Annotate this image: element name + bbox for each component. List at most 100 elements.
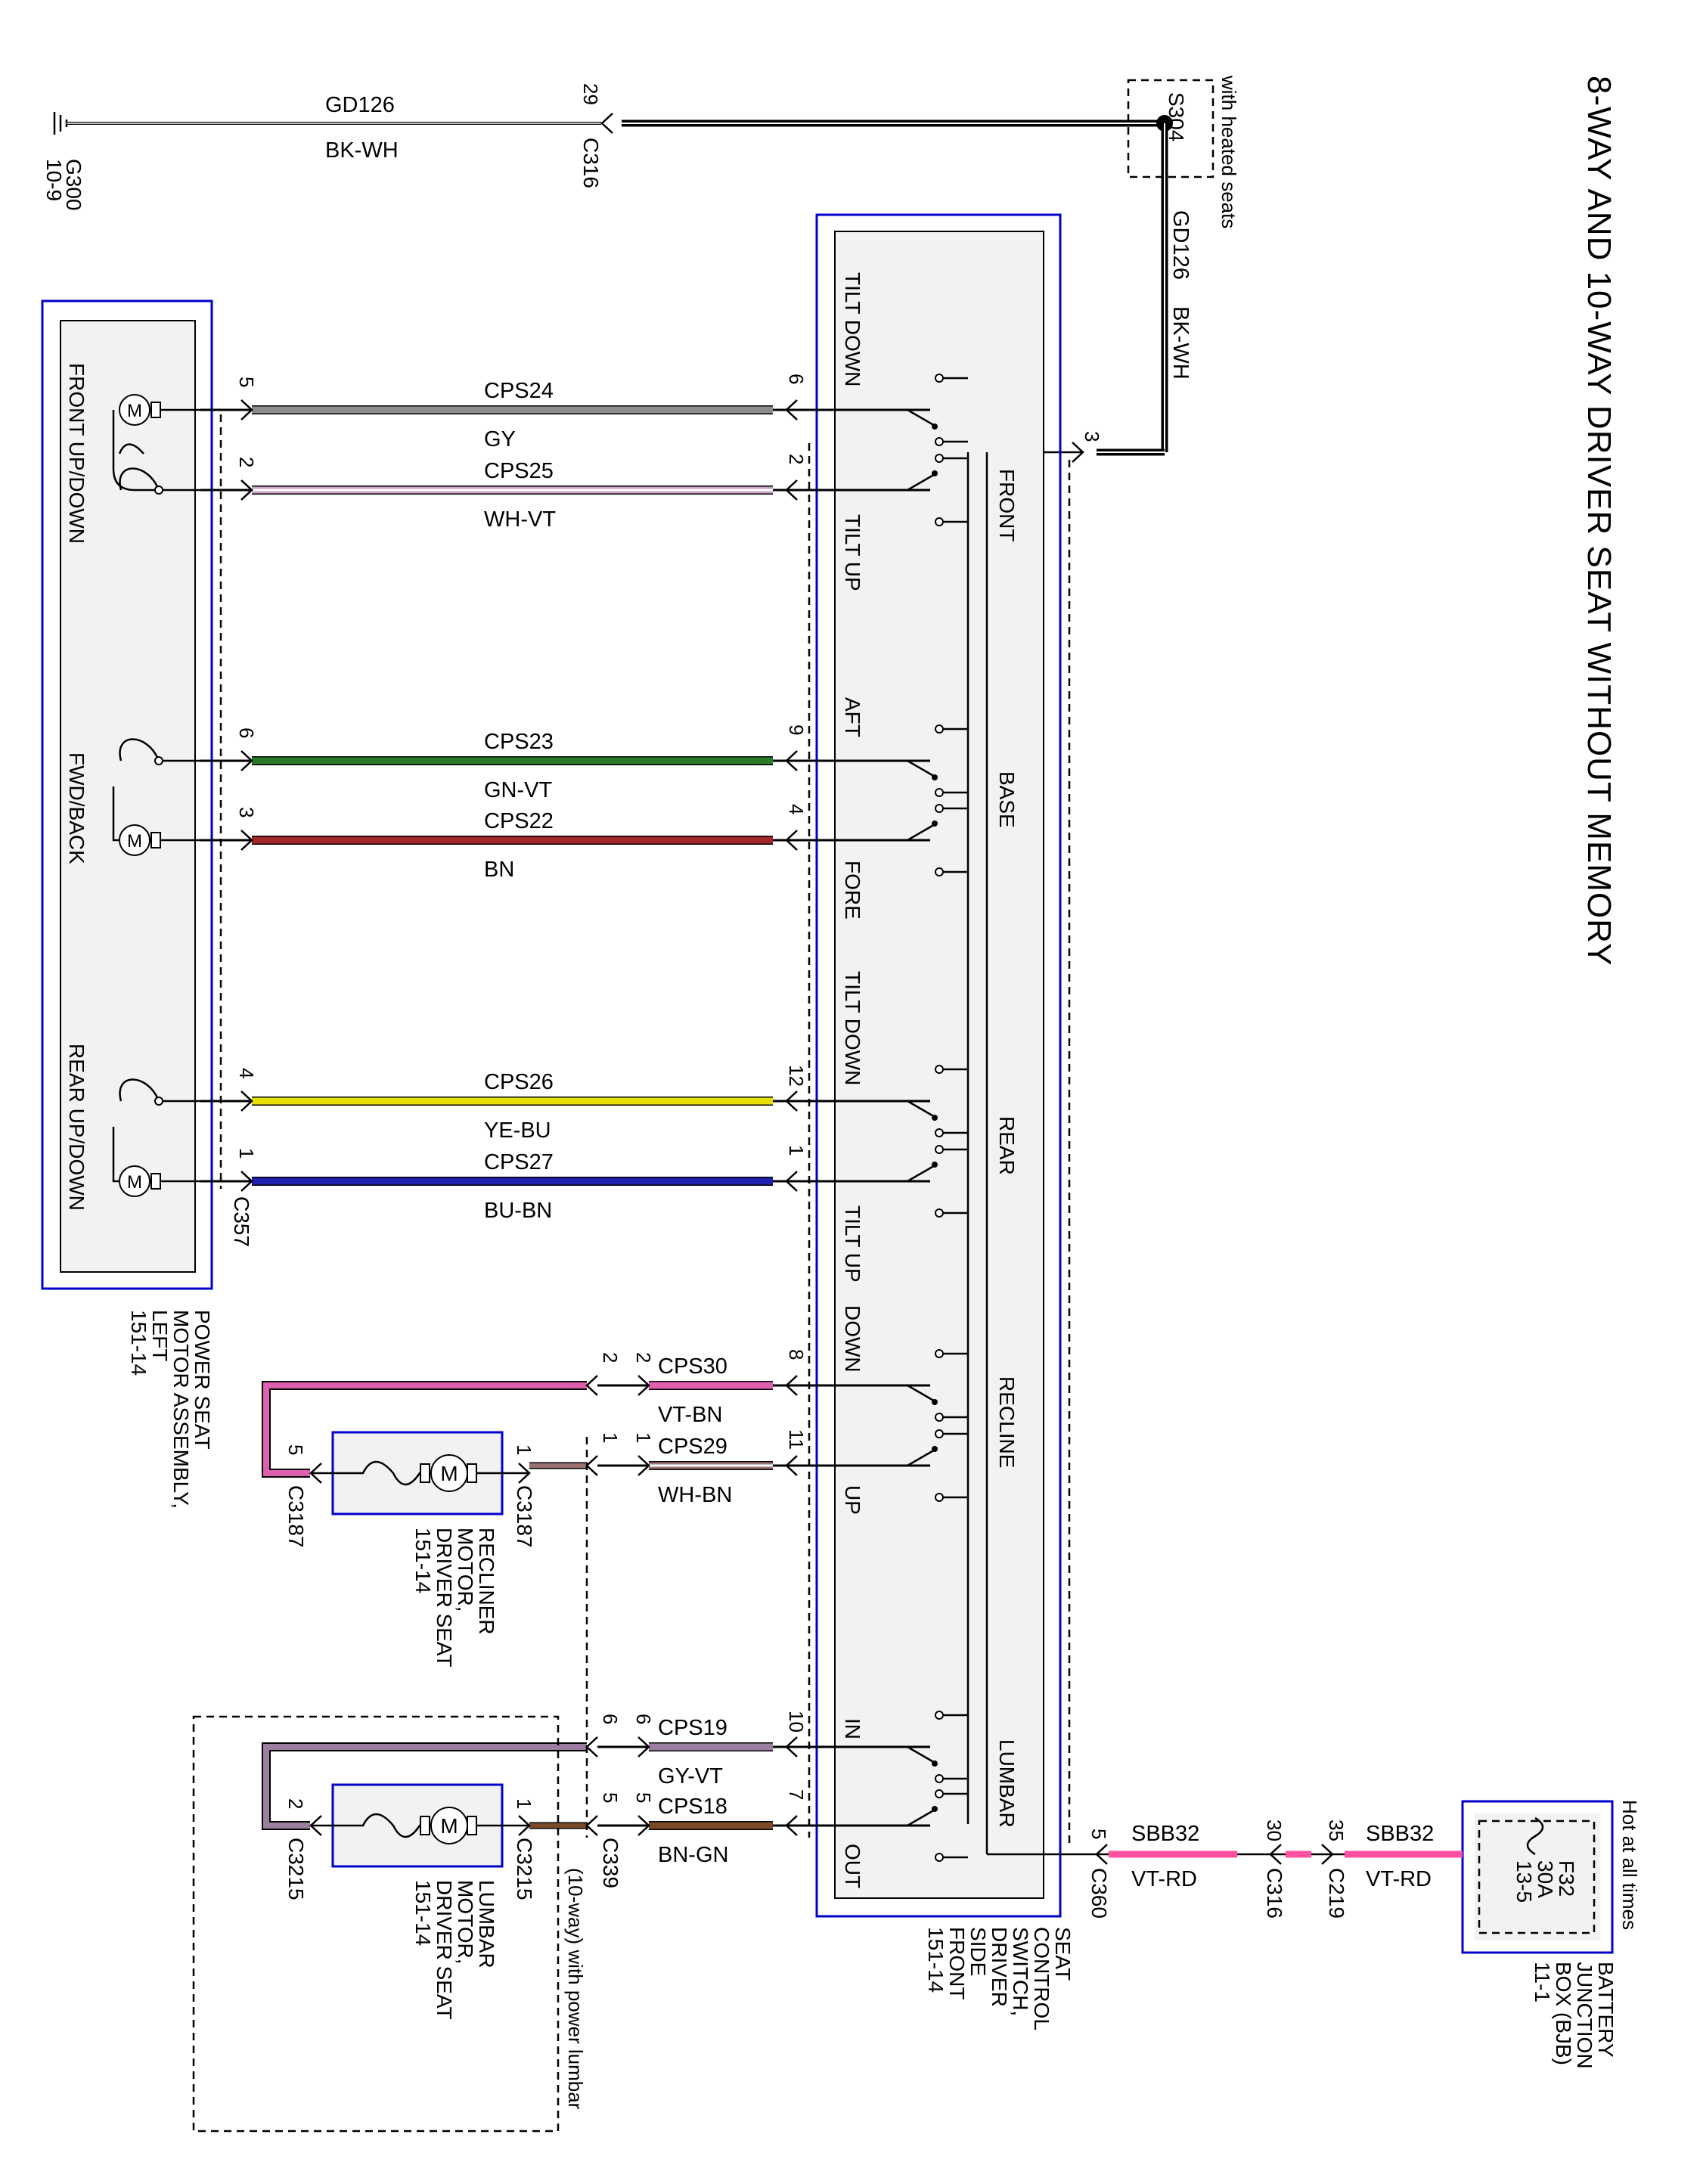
wire-color-label: GY: [484, 427, 516, 451]
wire-pin-left: 6: [632, 1714, 655, 1724]
lumbar-connector-a: C3215: [284, 1838, 308, 1900]
switch-label-in: IN: [841, 1718, 864, 1739]
wire-pin-left: 2: [632, 1352, 655, 1363]
switch-group-base: BASE: [995, 771, 1019, 828]
switch-name-1: CONTROL: [1030, 1927, 1053, 2030]
connector-arrow-left: [240, 750, 253, 771]
switch-contact: [907, 1711, 968, 1783]
switch-outline: [815, 213, 1062, 1918]
ground-symbol: [53, 112, 68, 135]
ground-wire-circuit: GD126: [325, 93, 395, 117]
wire-pin-left: 6: [235, 727, 258, 738]
lumbar-option-box: [192, 1715, 560, 2133]
bjb-fuse: F32: [1555, 1860, 1578, 1897]
motor-assembly-section-fwd: FWD/BACK: [65, 752, 88, 864]
bjb-outline: [1461, 1800, 1614, 1954]
feed-c219: C219: [1325, 1868, 1348, 1919]
motor-assembly-name-1: MOTOR ASSEMBLY,: [169, 1310, 193, 1509]
connector-arrow-left: [638, 1815, 650, 1836]
recliner-pin-b: 1: [513, 1444, 535, 1455]
splice-wire-color: BK-WH: [1168, 306, 1193, 380]
recliner-connector-a: C3187: [284, 1485, 308, 1548]
motor-assembly-name-2: LEFT: [148, 1310, 172, 1361]
connector-arrow-right: [785, 1736, 798, 1757]
wire-color-label: WH-VT: [484, 507, 556, 532]
svg-text:M: M: [127, 401, 142, 421]
wire-color-label: BU-BN: [484, 1199, 552, 1223]
switch-contact: [907, 454, 968, 526]
wire-pin-right: 1: [785, 1145, 808, 1156]
switch-contact: [907, 1789, 968, 1862]
switch-contact: [907, 374, 968, 446]
front-arc: [119, 467, 200, 495]
switch-group-recline: RECLINE: [995, 1376, 1019, 1468]
wire-pin-left: 2: [235, 457, 258, 467]
motor-assembly-body: [60, 320, 196, 1273]
recliner-connector-b: C3187: [513, 1485, 536, 1548]
recliner-name-2: DRIVER SEAT: [433, 1528, 456, 1667]
svg-text:M: M: [127, 831, 142, 852]
svg-text:M: M: [127, 1172, 142, 1193]
connector-arrow-right: [785, 479, 798, 501]
wire-pin-left: 3: [235, 807, 258, 817]
switch-label-tilt-down-1: TILT DOWN: [841, 272, 864, 386]
feed-circuit-2: SBB32: [1366, 1822, 1434, 1846]
connector-arrow-right: [785, 399, 798, 420]
wire-circuit-label: CPS25: [484, 459, 554, 483]
lumbar-name-3: 151-14: [411, 1880, 435, 1946]
switch-label-down: DOWN: [841, 1305, 864, 1373]
connector-arrow-right: [785, 1171, 798, 1192]
svg-text:M: M: [440, 1814, 458, 1838]
wire-circuit-label: CPS22: [484, 809, 554, 833]
wire-pin-right: 7: [785, 1789, 808, 1800]
ground-ref: 10-9: [42, 159, 66, 201]
wire-pin-right: 8: [785, 1349, 808, 1360]
connector-arrow-left: [638, 1736, 650, 1757]
wire-pin-right: 11: [785, 1429, 808, 1450]
wire-color-label: BN-GN: [658, 1843, 728, 1867]
lumbar-name-2: DRIVER SEAT: [433, 1880, 456, 2020]
switch-label-tilt-down-2: TILT DOWN: [841, 971, 864, 1085]
wire-color-label: YE-BU: [484, 1118, 551, 1143]
lumbar-motor: M 2 1 C3215 C3215 LUMBAR MOTOR, DRIVER S…: [192, 1437, 622, 2133]
wire-pin-right: 4: [785, 804, 808, 814]
switch-label-up: UP: [841, 1485, 864, 1515]
feed-switch-connector: C360: [1087, 1868, 1111, 1919]
switch-pin-3: 3: [1081, 431, 1103, 442]
feed-color-1: VT-RD: [1131, 1867, 1197, 1891]
fwd-arc: [119, 738, 200, 765]
switch-contact: [907, 804, 968, 876]
bjb-name-1: JUNCTION: [1573, 1962, 1596, 2069]
switch-name-5: FRONT: [945, 1927, 969, 1999]
feed-color-2: VT-RD: [1366, 1867, 1432, 1891]
wire-circuit-label: CPS18: [658, 1795, 727, 1819]
switch-label-tilt-up-2: TILT UP: [841, 1205, 864, 1283]
connector-arrow-right: [785, 1090, 798, 1112]
feed-c316-pin: 30: [1263, 1819, 1286, 1841]
switch-group-rear: REAR: [995, 1116, 1019, 1175]
switch-contact: [907, 1429, 968, 1502]
diagram-title: 8-WAY AND 10-WAY DRIVER SEAT WITHOUT MEM…: [1581, 76, 1618, 966]
splice-note: with heated seats: [1218, 75, 1240, 228]
bjb-name-0: BATTERY: [1594, 1962, 1618, 2058]
seat-control-switch: FRONT BASE REAR RECLINE LUMBAR TILT DOWN…: [808, 213, 1097, 2030]
rear-arc: [119, 1078, 200, 1106]
switch-group-lumbar: LUMBAR: [995, 1739, 1019, 1828]
connector-arrow-left: [638, 1375, 650, 1396]
connector-arrow-right: [785, 750, 798, 771]
connector-arrow-left: [240, 1090, 253, 1112]
switch-label-fore: FORE: [841, 861, 864, 920]
feed-circuit-1: SBB32: [1131, 1822, 1199, 1846]
wire-pin-left: 1: [235, 1148, 258, 1159]
lumbar-name-1: MOTOR,: [454, 1880, 477, 1964]
feed-switch-pin: 5: [1087, 1829, 1110, 1839]
power-feed: F32 30A 13-5 Hot at all times BATTERY JU…: [1087, 1800, 1641, 2069]
